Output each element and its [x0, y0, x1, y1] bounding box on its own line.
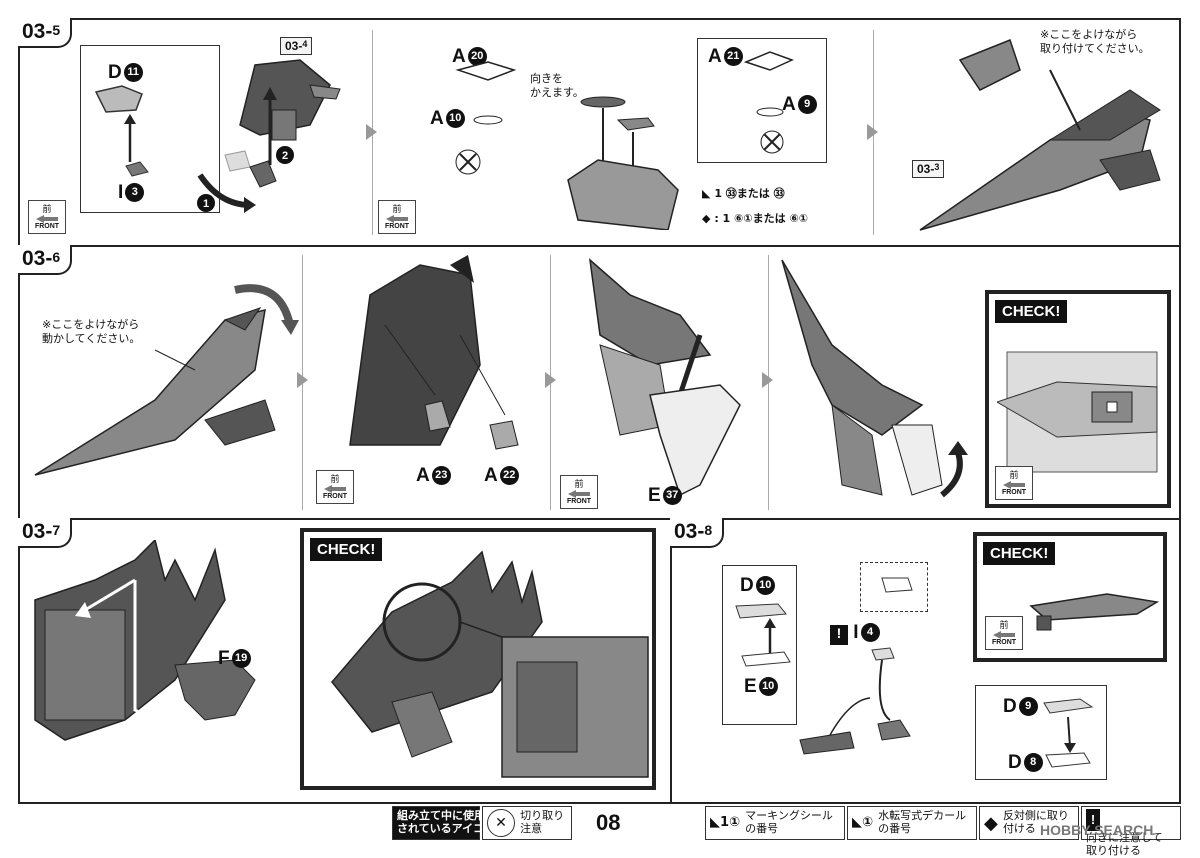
- ref-step-03-3: 03-3: [912, 160, 945, 178]
- waterslide-decal-icon: ◣①: [852, 815, 874, 830]
- check-label: CHECK!: [983, 542, 1056, 565]
- ref-step-03-4: 03-4: [280, 37, 313, 55]
- instruction-frame: [18, 18, 1181, 804]
- step-label-03-8: 03-8: [670, 518, 725, 548]
- fighter-back-illustration: [349, 255, 519, 450]
- page-number: 08: [596, 810, 621, 835]
- marking-sticker-icon: ◣1①: [710, 815, 741, 830]
- reverse-side-icon: ◆: [702, 212, 711, 225]
- part-a21-a9-illustration: [743, 51, 794, 154]
- step-label-03-7: 03-7: [18, 518, 73, 548]
- sticker-legend-2: ◆ : 1 ⑥①または ⑥①: [702, 212, 809, 225]
- dashed-detail-box: [860, 562, 928, 612]
- check-detail-illustration: [1029, 593, 1160, 631]
- subassembly-box: [80, 45, 220, 213]
- fighter-fold-illustration: [34, 284, 299, 476]
- check-detail-illustration: [331, 550, 649, 778]
- part-a20-a10-illustration: [455, 61, 517, 175]
- row-divider-2: [18, 518, 1181, 520]
- row-divider-1: [18, 245, 1181, 247]
- flow-arrow-icon: [867, 124, 878, 140]
- part-d10-e10-illustration: [735, 603, 791, 667]
- part-d11-illustration: [94, 85, 149, 177]
- engine-pod-illustration: [799, 647, 911, 755]
- flow-arrow-icon: [366, 124, 377, 140]
- fighter-tail-illustration: [34, 540, 256, 741]
- flow-arrow-icon: [545, 372, 556, 388]
- cut-caution-legend: ✕ 切り取り 注意: [482, 806, 572, 840]
- check-detail-illustration: [997, 351, 1158, 473]
- note-change-direction: 向きを かえます。: [530, 72, 584, 99]
- note-avoid-here: ※ここをよけながら 取り付けてください。: [1040, 28, 1150, 55]
- head-assembly-illustration: 1 2: [197, 59, 341, 213]
- fighter-nose-illustration: [919, 39, 1161, 231]
- icon-legend-footer: 組み立て中に使用 されているアイコン ✕ 切り取り 注意 08 ◣1① マーキン…: [0, 804, 1200, 857]
- part-i4-detail-illustration: [881, 577, 913, 593]
- step-label-03-6: 03-6: [18, 245, 73, 275]
- part-d9-d8-illustration: [1043, 698, 1094, 768]
- reverse-side-icon: ◆: [984, 813, 998, 834]
- sticker-legend-1: ◣ 1 ㉝または ㉝: [702, 187, 785, 200]
- check-label: CHECK!: [995, 300, 1068, 323]
- check-label: CHECK!: [310, 538, 383, 561]
- cut-caution-icon: ✕: [487, 809, 515, 837]
- caution-icon: !: [1086, 809, 1100, 831]
- svg-text:2: 2: [282, 150, 288, 162]
- bracket-insert-illustration: [588, 258, 741, 497]
- waterslide-decal-legend: ◣① 水転写式デカール の番号: [847, 806, 977, 840]
- sticker-icon: ◣: [702, 187, 711, 200]
- note-avoid-while-moving: ※ここをよけながら 動かしてください。: [42, 318, 141, 345]
- bracket-rotate-illustration: [781, 259, 968, 498]
- col-divider-bottom: [670, 518, 672, 804]
- wing-assembly-illustration: [567, 96, 679, 230]
- check-panel-03-7: CHECK!: [300, 528, 656, 790]
- marking-sticker-legend: ◣1① マーキングシール の番号: [705, 806, 845, 840]
- flow-arrow-icon: [762, 372, 773, 388]
- watermark: HOBBY SEARCH: [1040, 822, 1154, 838]
- icons-title: 組み立て中に使用 されているアイコン: [392, 806, 495, 840]
- step-label-03-5: 03-5: [18, 18, 73, 48]
- caution-icon: !: [830, 625, 848, 645]
- svg-text:1: 1: [203, 198, 209, 210]
- reverse-side-legend: ◆ 反対側に取り 付ける: [979, 806, 1079, 840]
- flow-arrow-icon: [297, 372, 308, 388]
